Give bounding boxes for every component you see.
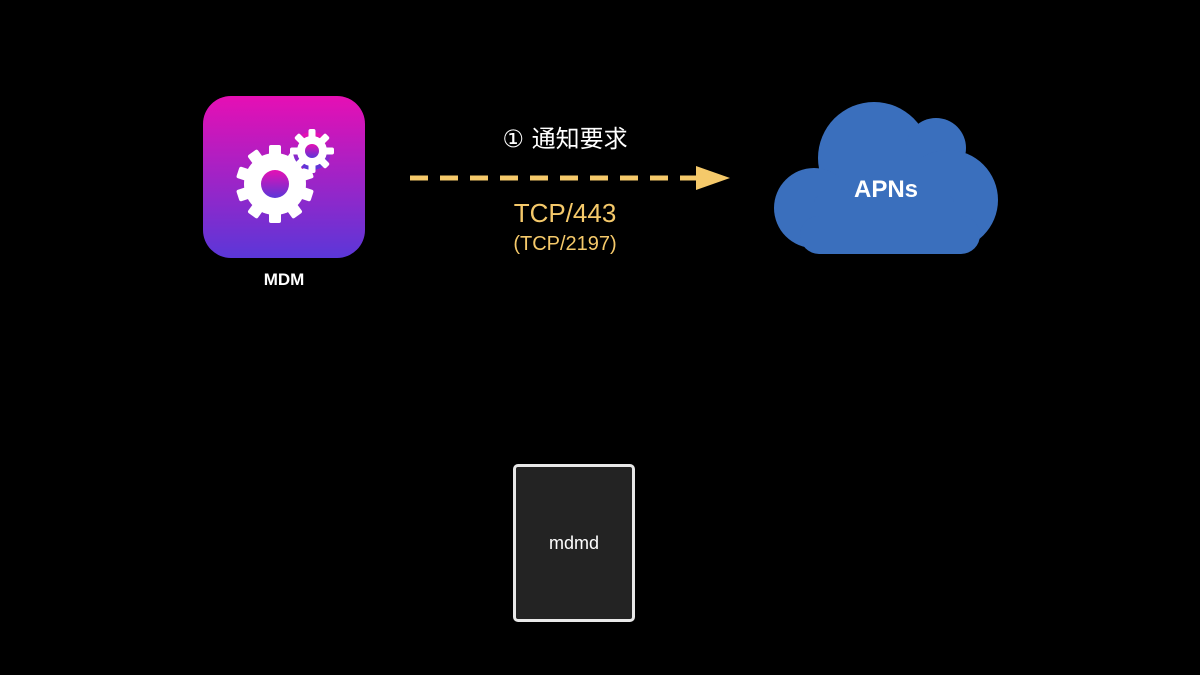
port-primary-label: TCP/443 — [513, 198, 617, 228]
device-tablet: mdmd — [513, 464, 635, 622]
large-gear-icon — [236, 145, 314, 223]
notification-request-arrow — [408, 164, 734, 192]
port-alternate-label: (TCP/2197) — [513, 233, 617, 255]
apns-label: APNs — [853, 176, 919, 203]
mdm-label: MDM — [263, 270, 305, 289]
step-label: ① 通知要求 — [502, 125, 628, 153]
apns-cloud-icon — [770, 96, 1002, 260]
device-label: mdmd — [548, 532, 599, 553]
mdm-app-icon — [203, 96, 365, 258]
small-gear-icon — [290, 129, 334, 173]
